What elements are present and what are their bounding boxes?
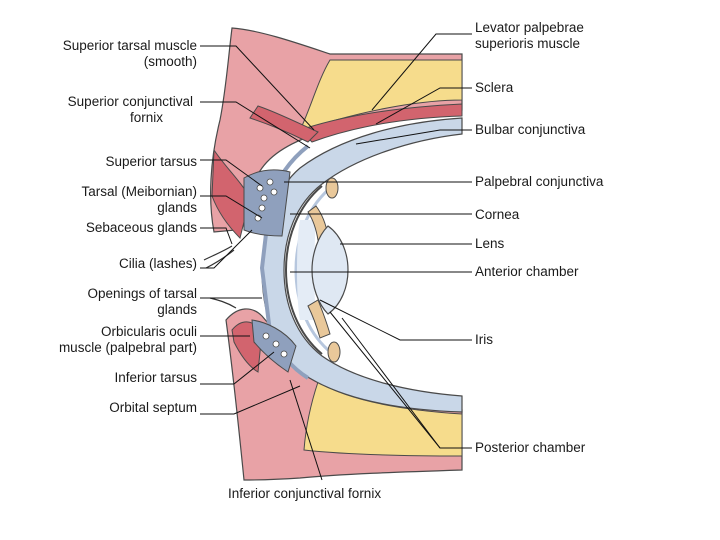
- leader-superior-conjunctival-fornix: [200, 101, 311, 149]
- label-levator: Levator palpebrae superioris muscle: [475, 20, 584, 51]
- upper-tarsus-shape: [243, 169, 291, 237]
- levator-muscle-shape: [299, 103, 463, 143]
- label-lens: Lens: [475, 236, 505, 251]
- label-posterior-chamber: Posterior chamber: [475, 440, 586, 455]
- label-orbital-septum: Orbital septum: [109, 400, 197, 415]
- leader-sclera: [375, 87, 472, 125]
- anterior-chamber-shape: [297, 220, 316, 320]
- ciliary-lower: [327, 341, 341, 363]
- label-superior-tarsal-muscle: Superior tarsal muscle (smooth): [62, 38, 197, 69]
- label-cilia: Cilia (lashes): [118, 256, 197, 271]
- label-anterior-chamber: Anterior chamber: [475, 264, 579, 279]
- label-superior-conjunctival-fornix: Superior conjunctival fornix: [67, 94, 193, 125]
- label-bulbar-conjunctiva: Bulbar conjunctiva: [475, 122, 586, 137]
- label-inferior-conjunctival-fornix: Inferior conjunctival fornix: [228, 486, 382, 501]
- label-sclera: Sclera: [475, 80, 514, 95]
- leader-sebaceous-glands: [200, 227, 233, 245]
- ciliary-upper: [325, 177, 339, 199]
- label-openings-tarsal-glands: Openings of tarsal glands: [87, 286, 197, 317]
- leader-posterior-chamber-2: [341, 317, 441, 449]
- leader-inferior-conjunctival-fornix: [289, 379, 323, 481]
- upper-orbicularis: [211, 148, 251, 239]
- label-palpebral-conjunctiva: Palpebral conjunctiva: [475, 174, 604, 189]
- iris-lower: [307, 299, 331, 339]
- label-inferior-tarsus: Inferior tarsus: [114, 370, 197, 385]
- leader-superior-tarsus: [200, 159, 263, 187]
- leader-iris: [319, 299, 472, 341]
- cornea-shape: [284, 185, 323, 355]
- leader-levator: [371, 33, 472, 111]
- label-superior-tarsus: Superior tarsus: [105, 154, 197, 169]
- leader-bulbar-conjunctiva: [355, 129, 472, 145]
- leader-tarsal-glands: [200, 195, 263, 219]
- lower-tarsal-glands: [262, 332, 288, 358]
- label-orbicularis-oculi: Orbicularis oculi muscle (palpebral part…: [58, 324, 197, 355]
- leader-inferior-tarsus: [200, 351, 275, 385]
- label-iris: Iris: [475, 332, 493, 347]
- leader-orbital-septum: [200, 385, 301, 415]
- label-sebaceous-glands: Sebaceous glands: [85, 220, 197, 235]
- superior-tarsal-muscle-shape: [249, 105, 319, 143]
- eyelashes: [203, 245, 237, 309]
- leader-cilia: [200, 229, 253, 269]
- lens-shape: [311, 225, 349, 315]
- label-cornea: Cornea: [475, 207, 520, 222]
- label-tarsal-glands: Tarsal (Meibornian) glands: [81, 184, 197, 215]
- leader-lines: [200, 33, 472, 481]
- leader-superior-tarsal-muscle: [200, 45, 315, 131]
